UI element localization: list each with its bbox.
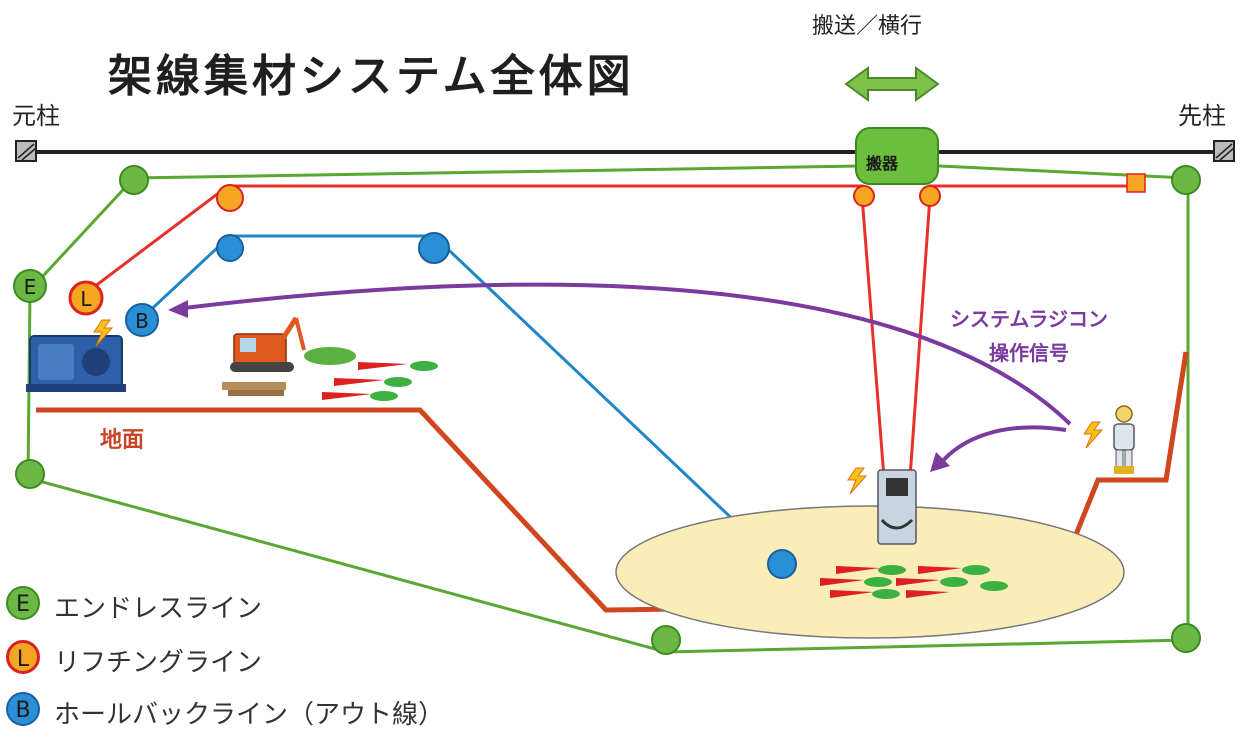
radio-signal-label: システムラジコン 操作信号	[950, 302, 1108, 370]
operator-person-icon	[1113, 405, 1135, 474]
legend-label: リフチングライン	[54, 648, 263, 678]
endless-e-icon: E	[6, 586, 40, 620]
svg-text:L: L	[80, 287, 92, 311]
legend-label: ホールバックライン（アウト線）	[54, 700, 445, 730]
pulley-icon	[418, 232, 450, 264]
pulley-icon	[216, 234, 244, 262]
anchor-icon	[1126, 173, 1146, 193]
lifting-l-icon: L	[6, 640, 40, 674]
radio-signal-line1: システムラジコン	[950, 307, 1108, 331]
carriage-label: 搬器	[866, 154, 899, 173]
pulley-icon	[767, 549, 797, 579]
yarder-machine-icon	[26, 335, 126, 392]
signal-bolt-icon	[1083, 421, 1104, 449]
transport-arrow-icon	[844, 66, 940, 102]
pulley-icon	[15, 459, 45, 489]
radio-signal-arrow	[183, 282, 1072, 426]
left-post-label: 元柱	[12, 102, 60, 130]
carriage-icon	[855, 127, 939, 185]
legend-label: エンドレスライン	[54, 594, 263, 624]
diagram-title: 架線集材システム全体図	[108, 51, 635, 102]
haulback-b-icon: B	[6, 692, 40, 726]
pulley-icon	[919, 185, 941, 207]
pulley-icon	[1171, 623, 1201, 653]
landing-area	[615, 505, 1125, 639]
excavator-icon	[222, 316, 356, 396]
signal-bolt-icon	[93, 319, 114, 347]
lifting-line	[81, 184, 886, 479]
pulley-icon	[216, 184, 244, 212]
endless-e-icon	[13, 269, 47, 303]
ground-label: 地面	[100, 428, 145, 453]
logs-group-landing	[820, 565, 1008, 599]
svg-text:B: B	[135, 309, 149, 333]
pulley-icon	[119, 165, 149, 195]
haulback-b-icon	[125, 303, 159, 337]
logs-group-left	[322, 361, 438, 401]
pulley-icon	[853, 185, 875, 207]
radio-signal-line2: 操作信号	[989, 341, 1069, 365]
right-post-label: 先柱	[1178, 102, 1226, 130]
signal-bolt-icon	[847, 467, 868, 495]
grapple-icon	[877, 469, 917, 545]
pulley-icon	[1171, 165, 1201, 195]
radio-signal-arrow-2	[938, 425, 1067, 466]
lifting-l-icon	[68, 280, 104, 316]
transport-label: 搬送／横行	[812, 14, 923, 39]
pulley-icon	[651, 625, 681, 655]
svg-text:E: E	[24, 275, 37, 299]
